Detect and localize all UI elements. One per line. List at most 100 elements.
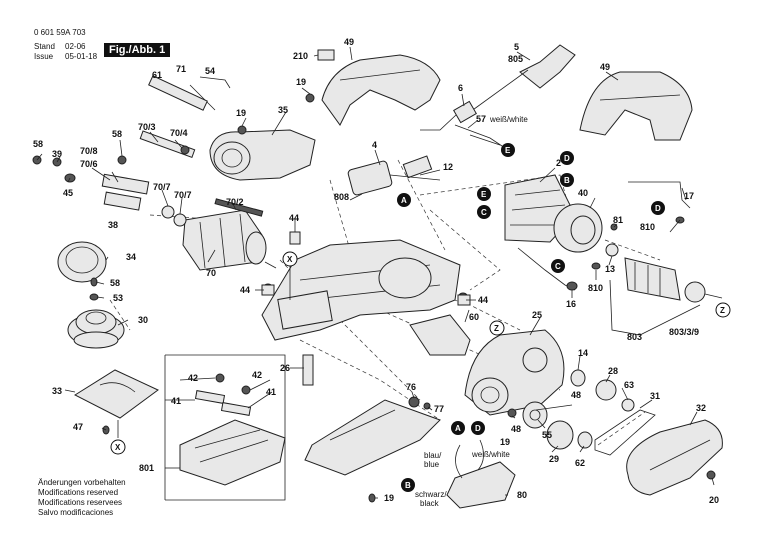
reference-markers: X X Z Z: [110, 251, 731, 455]
svg-text:D: D: [564, 154, 570, 163]
connection-badges: A A B B C C D: [397, 143, 665, 492]
power-cord-5: [420, 44, 576, 131]
gear-cover-25: [464, 329, 565, 416]
knob-34: [57, 241, 107, 283]
scale-strip-61: [139, 75, 208, 158]
sole-cover: [304, 399, 441, 476]
depth-knob-30: [67, 309, 125, 349]
callout-210: 210: [293, 51, 308, 61]
badge-b: B: [401, 478, 415, 492]
callout-41: 41: [266, 387, 276, 397]
callout-810: 810: [588, 283, 603, 293]
callout-13: 13: [605, 264, 615, 274]
armature-803: [605, 243, 723, 303]
callout-33: 33: [52, 386, 62, 396]
note-line: Modifications reserved: [38, 488, 119, 497]
callout-805: 805: [508, 54, 523, 64]
badge-d: D: [651, 201, 665, 215]
callout-70: 70: [206, 268, 216, 278]
callout-63: 63: [624, 380, 634, 390]
callout-808: 808: [334, 192, 349, 202]
callout-810: 810: [640, 222, 655, 232]
callout-77: 77: [434, 404, 444, 414]
wire-label-white-bottom: weiß/white: [471, 450, 510, 459]
rear-shoe-60: [409, 314, 471, 356]
callout-17: 17: [684, 191, 694, 201]
callout-19: 19: [296, 77, 306, 87]
handle-shell-49-right: [579, 71, 693, 141]
issue-date: 05-01-18: [65, 52, 98, 61]
callout-42: 42: [252, 370, 262, 380]
callout-5: 5: [514, 42, 519, 52]
callout-70-3: 70/3: [138, 122, 156, 132]
callout-58: 58: [33, 139, 43, 149]
drive-belt-31: [594, 409, 656, 456]
callout-35: 35: [278, 105, 288, 115]
marker-x: X: [110, 439, 126, 455]
callout-19: 19: [500, 437, 510, 447]
svg-text:X: X: [115, 443, 121, 452]
callout-70-8: 70/8: [80, 146, 98, 156]
callout-39: 39: [52, 149, 62, 159]
badge-e: E: [501, 143, 515, 157]
callout-48: 48: [571, 390, 581, 400]
callout-25: 25: [532, 310, 542, 320]
callout-48: 48: [511, 424, 521, 434]
callout-49: 49: [344, 37, 354, 47]
callout-54: 54: [205, 66, 215, 76]
callout-62: 62: [575, 458, 585, 468]
callout-41: 41: [171, 396, 181, 406]
figure-label: Fig./Abb. 1: [104, 43, 171, 57]
badge-a: A: [451, 421, 465, 435]
part-number-callouts: 58 39 45 70/8 70/6 58 70/3 70/4 70/7 70/…: [33, 37, 719, 508]
callout-2: 2: [556, 158, 561, 168]
callout-70-7: 70/7: [153, 182, 171, 192]
callout-58: 58: [112, 129, 122, 139]
svg-text:C: C: [481, 208, 487, 217]
callout-49: 49: [600, 62, 610, 72]
leader-lines: [36, 46, 715, 501]
badge-d: D: [560, 151, 574, 165]
switch-assembly-4: [347, 155, 441, 196]
callout-81: 81: [613, 215, 623, 225]
callout-16: 16: [566, 299, 576, 309]
badge-e: E: [477, 187, 491, 201]
callout-803-3-9: 803/3/9: [669, 327, 699, 337]
callout-803: 803: [627, 332, 642, 342]
badge-c: C: [477, 205, 491, 219]
callout-12: 12: [443, 162, 453, 172]
callout-40: 40: [578, 188, 588, 198]
belt-cover-35: [209, 129, 316, 181]
clamp-plates-41-42: [194, 373, 252, 416]
wire-label-blue: blau/blue: [424, 451, 442, 469]
callout-30: 30: [138, 315, 148, 325]
scale-plate-33: [73, 369, 159, 419]
marker-z: Z: [715, 302, 731, 318]
fan-housing-40: [553, 203, 603, 253]
callout-6: 6: [458, 83, 463, 93]
svg-text:D: D: [475, 424, 481, 433]
svg-text:Z: Z: [720, 306, 725, 315]
base-plate-801: [179, 419, 286, 486]
svg-text:A: A: [401, 196, 407, 205]
svg-text:E: E: [505, 146, 511, 155]
svg-text:A: A: [455, 424, 461, 433]
callout-70-2: 70/2: [226, 197, 244, 207]
callout-55: 55: [542, 430, 552, 440]
svg-text:C: C: [555, 262, 561, 271]
brush-strip-70-2: [214, 198, 264, 217]
callout-57: 57: [476, 114, 486, 124]
callout-44: 44: [289, 213, 299, 223]
marker-x: X: [282, 251, 298, 267]
callout-70-6: 70/6: [80, 159, 98, 169]
callout-34: 34: [126, 252, 136, 262]
callout-20: 20: [709, 495, 719, 505]
callout-61: 61: [152, 70, 162, 80]
callout-47: 47: [73, 422, 83, 432]
callout-19: 19: [384, 493, 394, 503]
stand-date: 02-06: [65, 42, 86, 51]
callout-45: 45: [63, 188, 73, 198]
callout-38: 38: [108, 220, 118, 230]
doc-number: 0 601 59A 703: [34, 28, 86, 37]
